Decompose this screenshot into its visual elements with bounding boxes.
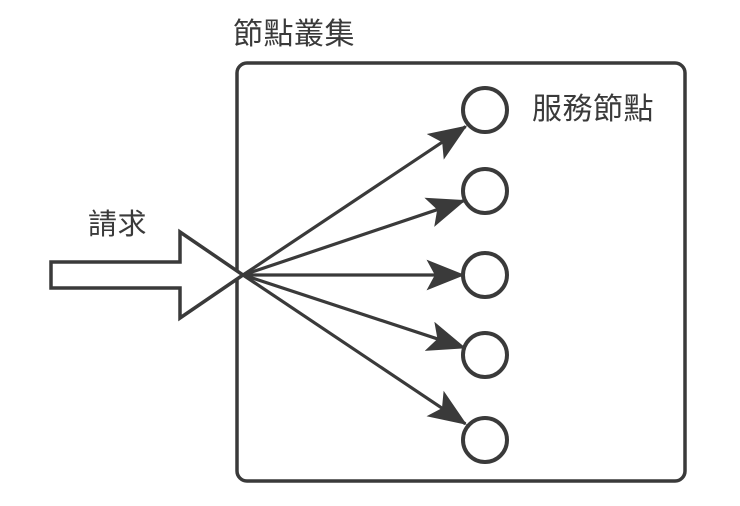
cluster-title-label: 節點叢集 (233, 17, 355, 52)
connector-group (242, 125, 468, 426)
connector-to-node-1 (242, 125, 468, 277)
connector-to-node-2 (242, 197, 466, 277)
service-node-1[interactable] (461, 86, 509, 134)
service-node-group (461, 86, 509, 464)
service-node-4[interactable] (461, 331, 509, 379)
request-label: 請求 (88, 207, 148, 241)
connector-to-node-4 (242, 273, 467, 351)
service-node-2[interactable] (461, 167, 509, 215)
request-block-arrow (49, 228, 247, 322)
connector-to-node-5 (242, 273, 467, 426)
service-node-label: 服務節點 (532, 92, 654, 127)
service-node-3[interactable] (461, 251, 509, 299)
service-node-5[interactable] (461, 416, 509, 464)
